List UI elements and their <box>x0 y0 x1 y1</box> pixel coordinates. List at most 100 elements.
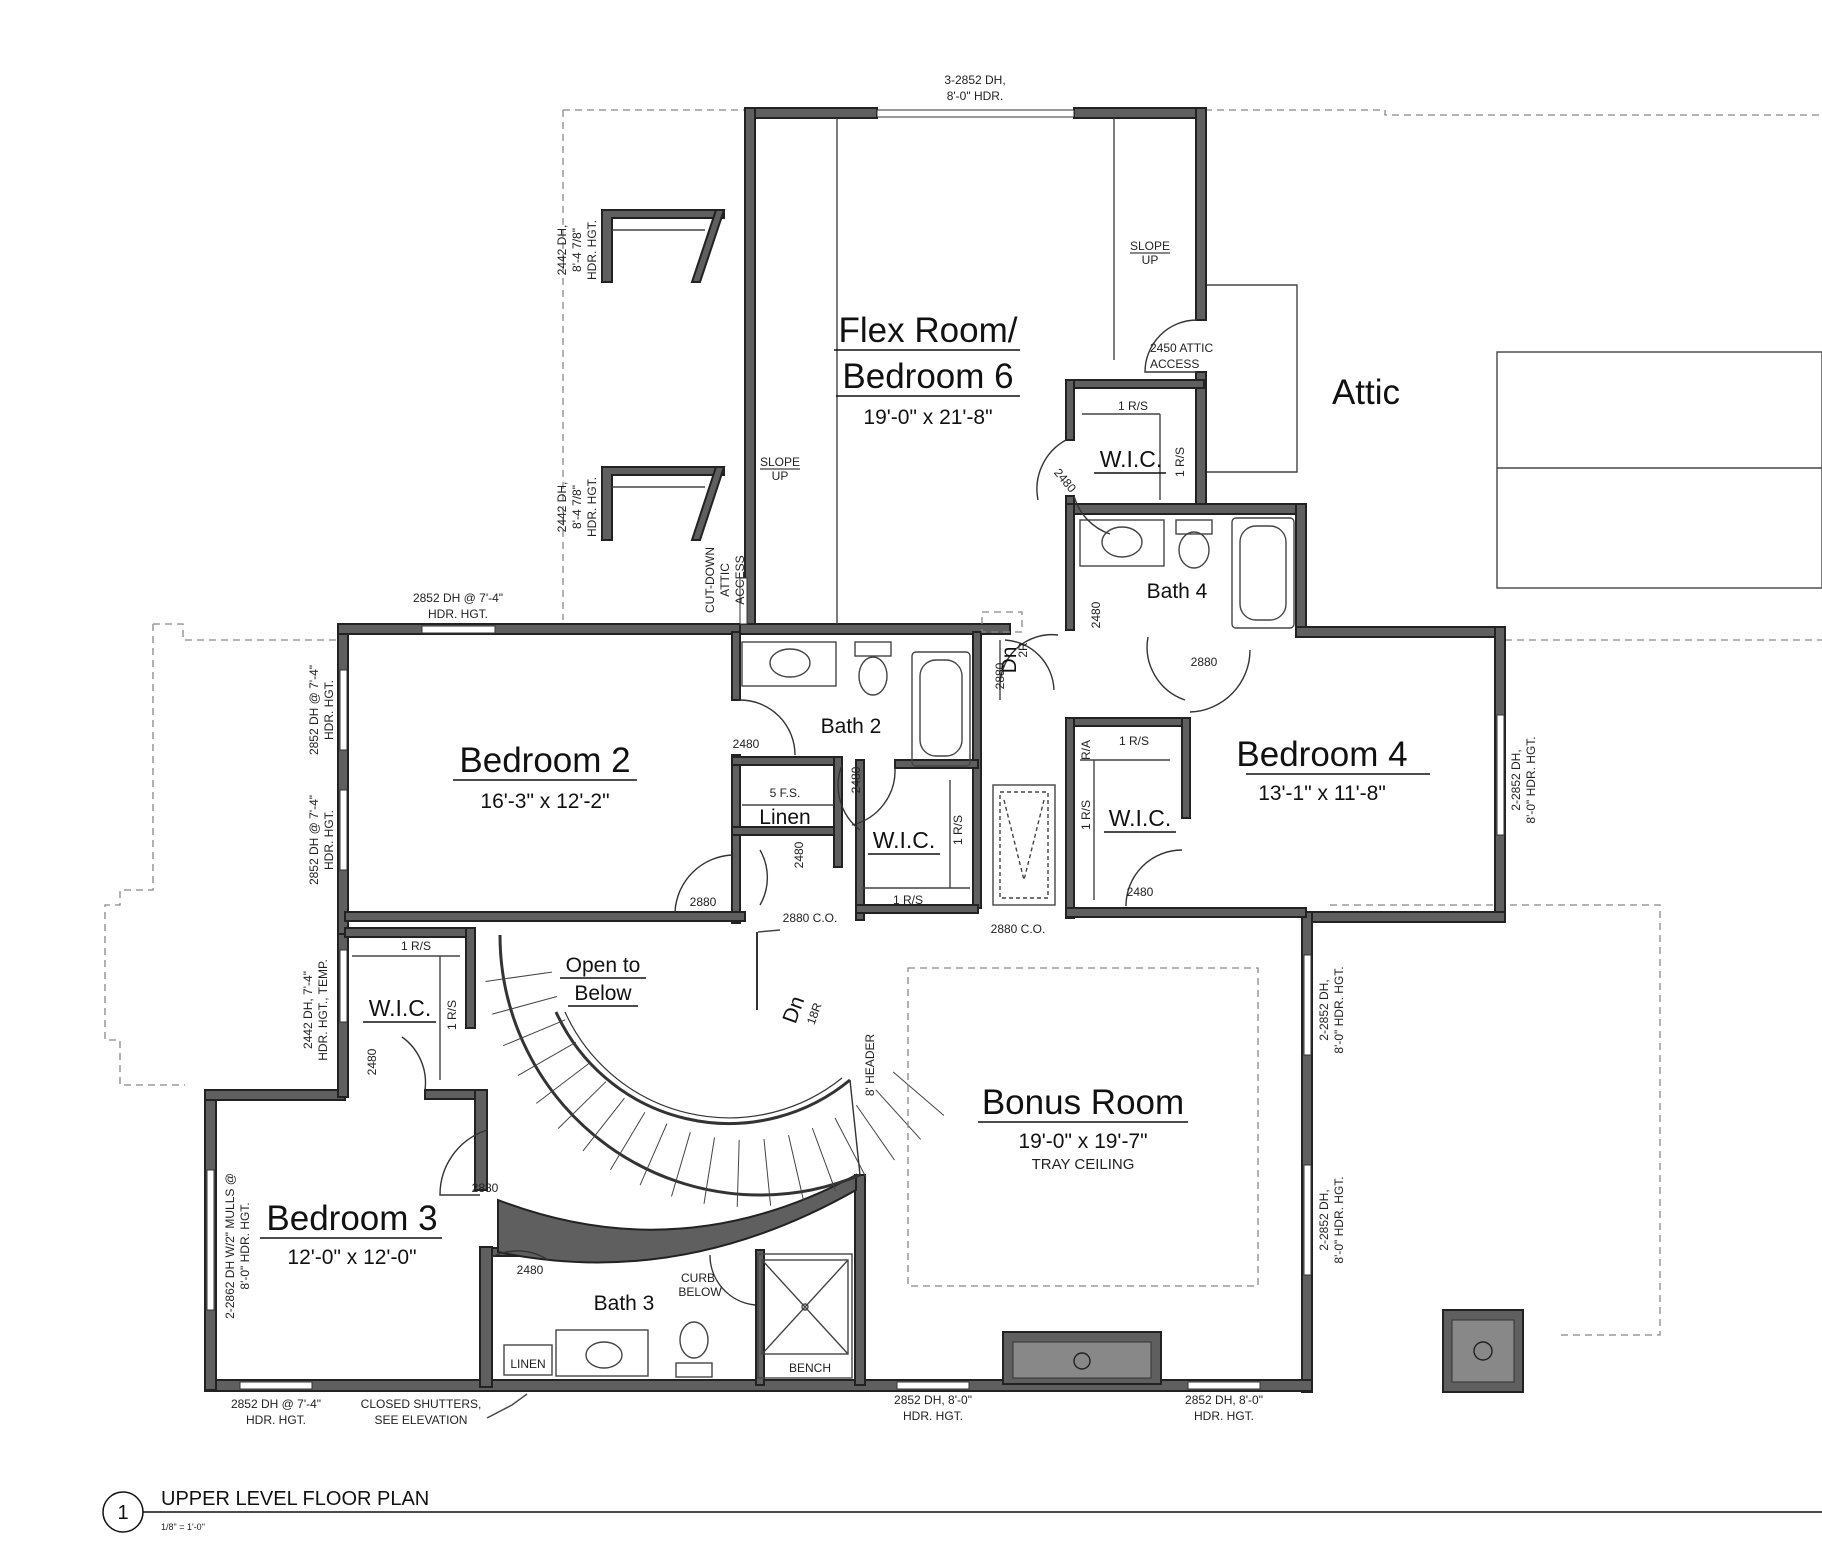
bedroom-3-dims: 12'-0" x 12'-0" <box>287 1246 416 1269</box>
note-win-top-2: 8'-0" HDR. <box>947 89 1004 103</box>
note-2880-a: 2880 <box>690 895 717 909</box>
note-rs-b3-top: 1 R/S <box>401 939 431 953</box>
bath-4-label: Bath 4 <box>1147 580 1208 603</box>
note-2442-b-1: 2442 DH, <box>555 482 569 533</box>
note-b3-bottom-2: HDR. HGT. <box>246 1413 306 1427</box>
note-dn-top: Dn <box>998 647 1021 674</box>
note-attic-access-2: ACCESS <box>1150 357 1199 371</box>
spiral-stair <box>485 932 945 1207</box>
stair-tread <box>703 1137 715 1204</box>
bedroom4-wic-label: W.I.C. <box>1109 805 1172 831</box>
bonus-room-dims: 19'-0" x 19'-7" <box>1018 1130 1147 1153</box>
note-curb-1: CURB <box>681 1271 715 1285</box>
note-2480-f: 2480 <box>1127 885 1154 899</box>
note-rs-b2-side: 1 R/S <box>951 815 965 845</box>
stair-tread <box>610 1112 646 1171</box>
bedroom-2-title: Bedroom 2 <box>459 741 630 780</box>
stair-tread <box>834 1117 867 1178</box>
note-b3-2: 8'-0" HDR. HGT. <box>238 1202 252 1289</box>
room-labels: Flex Room/ Bedroom 6 19'-0" x 21'-8" Att… <box>260 311 1430 1315</box>
stair-tread <box>557 1081 607 1129</box>
bonus-room-title: Bonus Room <box>982 1083 1184 1122</box>
plan-caption: 1 UPPER LEVEL FLOOR PLAN 1/8" = 1'-0" <box>102 1488 1822 1533</box>
note-2r: 2R <box>1016 642 1030 658</box>
annotations: 3-2852 DH, 8'-0" HDR. SLOPE UP SLOPE UP … <box>223 73 1538 1427</box>
note-2480-c: 2480 <box>733 737 760 751</box>
stair-tread <box>517 1041 577 1077</box>
stair-arrows <box>757 640 1001 933</box>
stair-tread <box>788 1134 804 1201</box>
note-b3-1: 2-2862 DH W/2" MULLS @ <box>223 1173 237 1319</box>
bedroom-4-title: Bedroom 4 <box>1236 735 1407 774</box>
note-2480-d: 2480 <box>849 766 863 793</box>
bath-3-label: Bath 3 <box>594 1292 655 1315</box>
note-wic-b3-1: 2442 DH, 7'-4" <box>301 971 315 1049</box>
note-b2-side-a2: HDR. HGT. <box>322 680 336 740</box>
flex-room-title: Flex Room/ <box>839 311 1018 350</box>
note-2480-e: 2480 <box>792 841 806 868</box>
note-b2-side-b1: 2852 DH @ 7'-4" <box>307 795 321 885</box>
note-win-top-1: 3-2852 DH, <box>944 73 1005 87</box>
note-cutdown-1: CUT-DOWN <box>703 547 717 613</box>
note-rs-b3-side: 1 R/S <box>445 1000 459 1030</box>
stair-tread <box>892 1071 945 1116</box>
stair-tread <box>875 1089 922 1140</box>
stair-tread <box>535 1062 591 1104</box>
note-2880-d: 2880 <box>472 1181 499 1195</box>
linen-label: Linen <box>759 806 810 829</box>
note-2480-b: 2480 <box>1089 601 1103 628</box>
stair-tread <box>492 996 558 1015</box>
note-shutters-2: SEE ELEVATION <box>375 1413 468 1427</box>
note-2442-b-3: HDR. HGT. <box>585 477 599 537</box>
note-bonus-b1: 2-2852 DH, <box>1317 1189 1331 1250</box>
flex-wic-label: W.I.C. <box>1100 446 1163 472</box>
bonus-room-note: TRAY CEILING <box>1032 1156 1135 1173</box>
note-2480-g: 2480 <box>365 1048 379 1075</box>
note-2880-c: 2880 <box>993 662 1007 689</box>
caption-scale: 1/8" = 1'-0" <box>161 1522 205 1532</box>
stair-tread <box>811 1127 836 1192</box>
note-b2-top-1: 2852 DH @ 7'-4" <box>413 591 503 605</box>
roof-outline <box>104 109 1822 1336</box>
note-bonus-b2: 8'-0" HDR. HGT. <box>1332 1176 1346 1263</box>
note-co-b: 2880 C.O. <box>991 922 1046 936</box>
note-rs-b4-side: 1 R/S <box>1079 800 1093 830</box>
note-rs-flex-top: 1 R/S <box>1118 399 1148 413</box>
note-fs: 5 F.S. <box>770 786 801 800</box>
note-ra: R/A <box>1079 740 1093 760</box>
note-bonus-a1: 2-2852 DH, <box>1317 979 1331 1040</box>
note-bonus-bottom-a2: HDR. HGT. <box>903 1409 963 1423</box>
note-cutdown-2: ATTIC <box>718 563 732 597</box>
note-bonus-a2: 8'-0" HDR. HGT. <box>1332 966 1346 1053</box>
note-slope-1: SLOPE <box>1130 239 1170 253</box>
fixtures <box>352 118 1524 1393</box>
note-curb-2: BELOW <box>678 1285 722 1299</box>
note-slope-1b: UP <box>1142 253 1159 267</box>
note-2480-a: 2480 <box>1051 466 1079 496</box>
attic-label: Attic <box>1332 373 1400 412</box>
note-rs-flex-side: 1 R/S <box>1173 447 1187 477</box>
bedroom-2-dims: 16'-3" x 12'-2" <box>480 790 609 813</box>
note-rs-b4-top: 1 R/S <box>1119 734 1149 748</box>
note-b3-bottom-1: 2852 DH @ 7'-4" <box>231 1397 321 1411</box>
note-bench: BENCH <box>789 1361 831 1375</box>
windows <box>206 109 1505 1390</box>
note-slope-2: SLOPE <box>760 455 800 469</box>
note-b4-2: 8'-0" HDR. HGT. <box>1524 736 1538 823</box>
note-slope-2b: UP <box>772 469 789 483</box>
stair-tread <box>485 971 552 982</box>
interior-walls <box>344 379 1307 1388</box>
stair-tread <box>639 1123 668 1186</box>
caption-number: 1 <box>117 1502 128 1524</box>
note-b2-side-a1: 2852 DH @ 7'-4" <box>307 665 321 755</box>
note-bonus-bottom-b1: 2852 DH, 8'-0" <box>1185 1393 1263 1407</box>
note-b2-top-2: HDR. HGT. <box>428 607 488 621</box>
bedroom-3-title: Bedroom 3 <box>266 1199 437 1238</box>
bath2-wic-label: W.I.C. <box>873 827 936 853</box>
note-2442-a-1: 2442 DH, <box>555 225 569 276</box>
note-linen-small: LINEN <box>510 1357 545 1371</box>
note-rs-b2-bottom: 1 R/S <box>893 893 923 907</box>
stair-tread <box>502 1019 566 1047</box>
note-bonus-bottom-a1: 2852 DH, 8'-0" <box>894 1393 972 1407</box>
